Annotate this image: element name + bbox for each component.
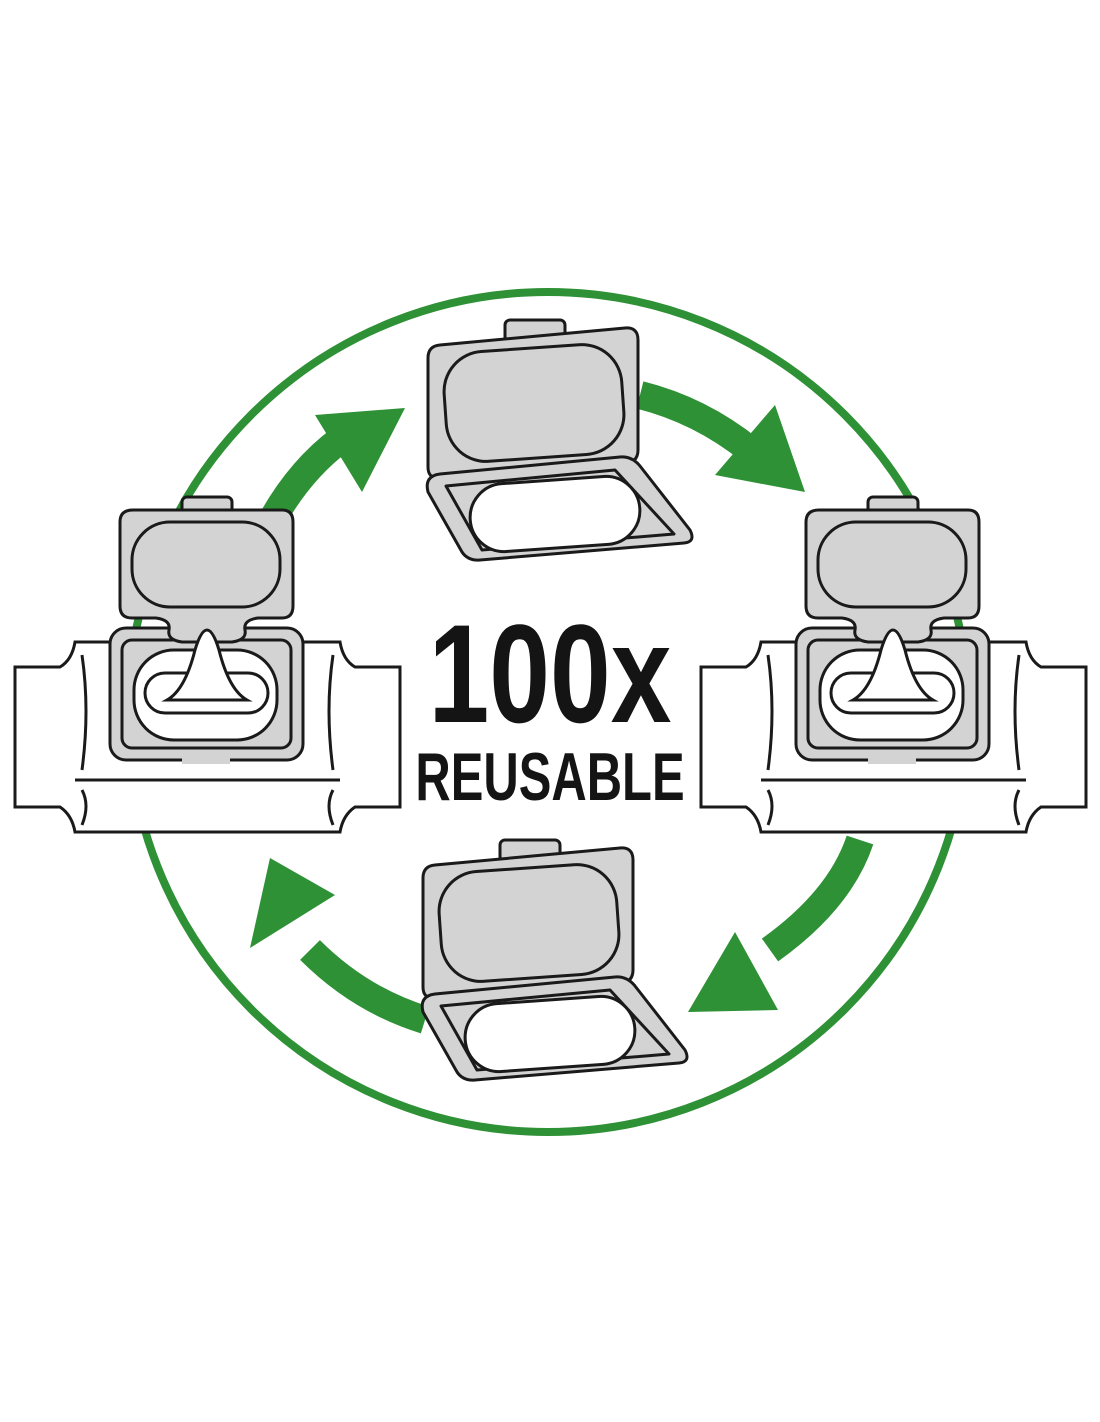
cycle-arrow-icon — [250, 858, 430, 1034]
cycle-arrow-icon — [259, 408, 405, 527]
reuse-count: 100x — [429, 595, 672, 752]
cycle-arrow-icon — [636, 381, 805, 492]
wipes-pack-icon — [13, 495, 402, 834]
wipes-pack-icon — [699, 495, 1088, 834]
open-lid-icon — [420, 838, 689, 1082]
reuse-label: REUSABLE — [415, 738, 684, 815]
cycle-arrow-icon — [688, 835, 874, 1012]
open-lid-icon — [425, 318, 694, 562]
